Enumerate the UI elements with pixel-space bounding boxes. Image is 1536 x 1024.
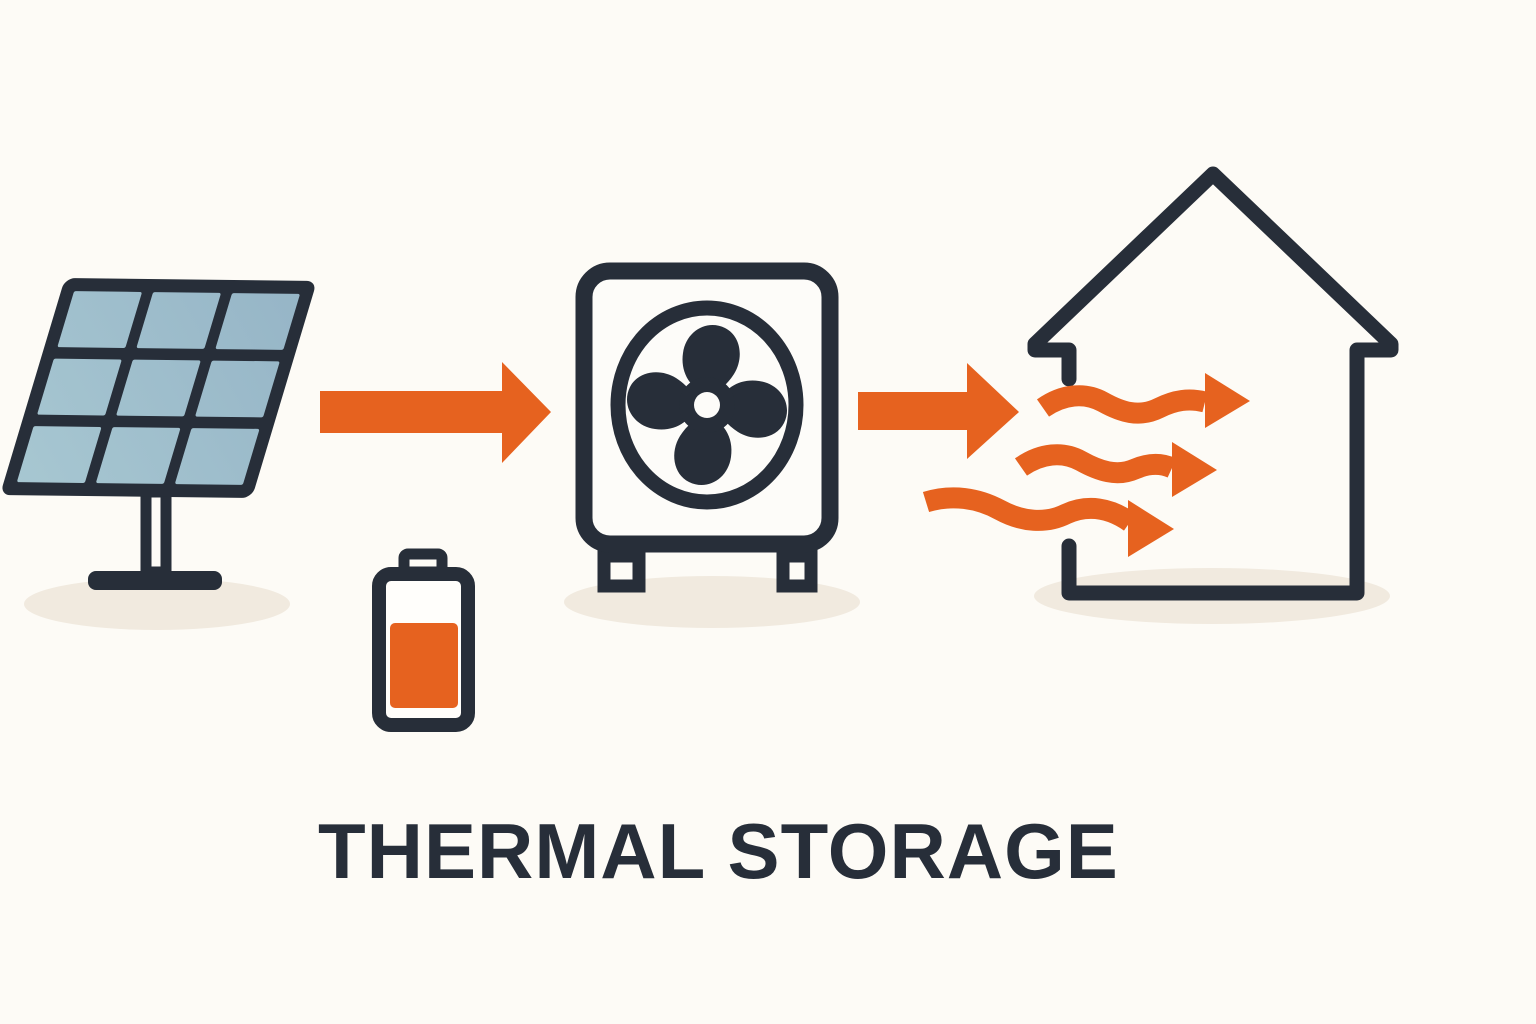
fan-hub xyxy=(694,392,720,418)
house-outline xyxy=(1027,166,1399,601)
heat-wave-arrow-icon xyxy=(1014,442,1217,497)
fan-blade xyxy=(682,324,740,395)
solar-panel-shadow xyxy=(24,578,290,630)
solar-cell xyxy=(57,291,142,348)
solar-panel-base xyxy=(88,571,222,590)
energy-flow-arrow-icon xyxy=(320,362,551,463)
solar-cell xyxy=(195,360,280,418)
battery-charge-level xyxy=(390,623,458,708)
solar-panel-icon xyxy=(2,278,315,590)
heat-pump-icon xyxy=(575,262,839,593)
heat-pump-foot xyxy=(597,549,646,593)
battery-icon xyxy=(372,548,475,732)
heat-pump-foot xyxy=(776,549,818,593)
solar-cell xyxy=(37,358,122,416)
solar-cell xyxy=(116,359,201,417)
solar-cell xyxy=(17,426,102,483)
solar-cell xyxy=(175,428,260,485)
solar-cell xyxy=(96,427,181,484)
solar-panel-pole xyxy=(140,486,172,578)
heat-flow-arrow-icon xyxy=(858,363,1019,459)
heat-wave-arrow-icon xyxy=(1036,373,1250,428)
house-icon xyxy=(1027,166,1399,601)
fan-icon xyxy=(626,324,788,486)
heat-waves xyxy=(922,373,1250,557)
heat-wave-arrow-icon xyxy=(922,487,1174,557)
diagram-title: THERMAL STORAGE xyxy=(318,807,1119,895)
solar-cell xyxy=(136,292,221,349)
fan-ring xyxy=(610,300,804,510)
solar-cell xyxy=(215,293,300,350)
